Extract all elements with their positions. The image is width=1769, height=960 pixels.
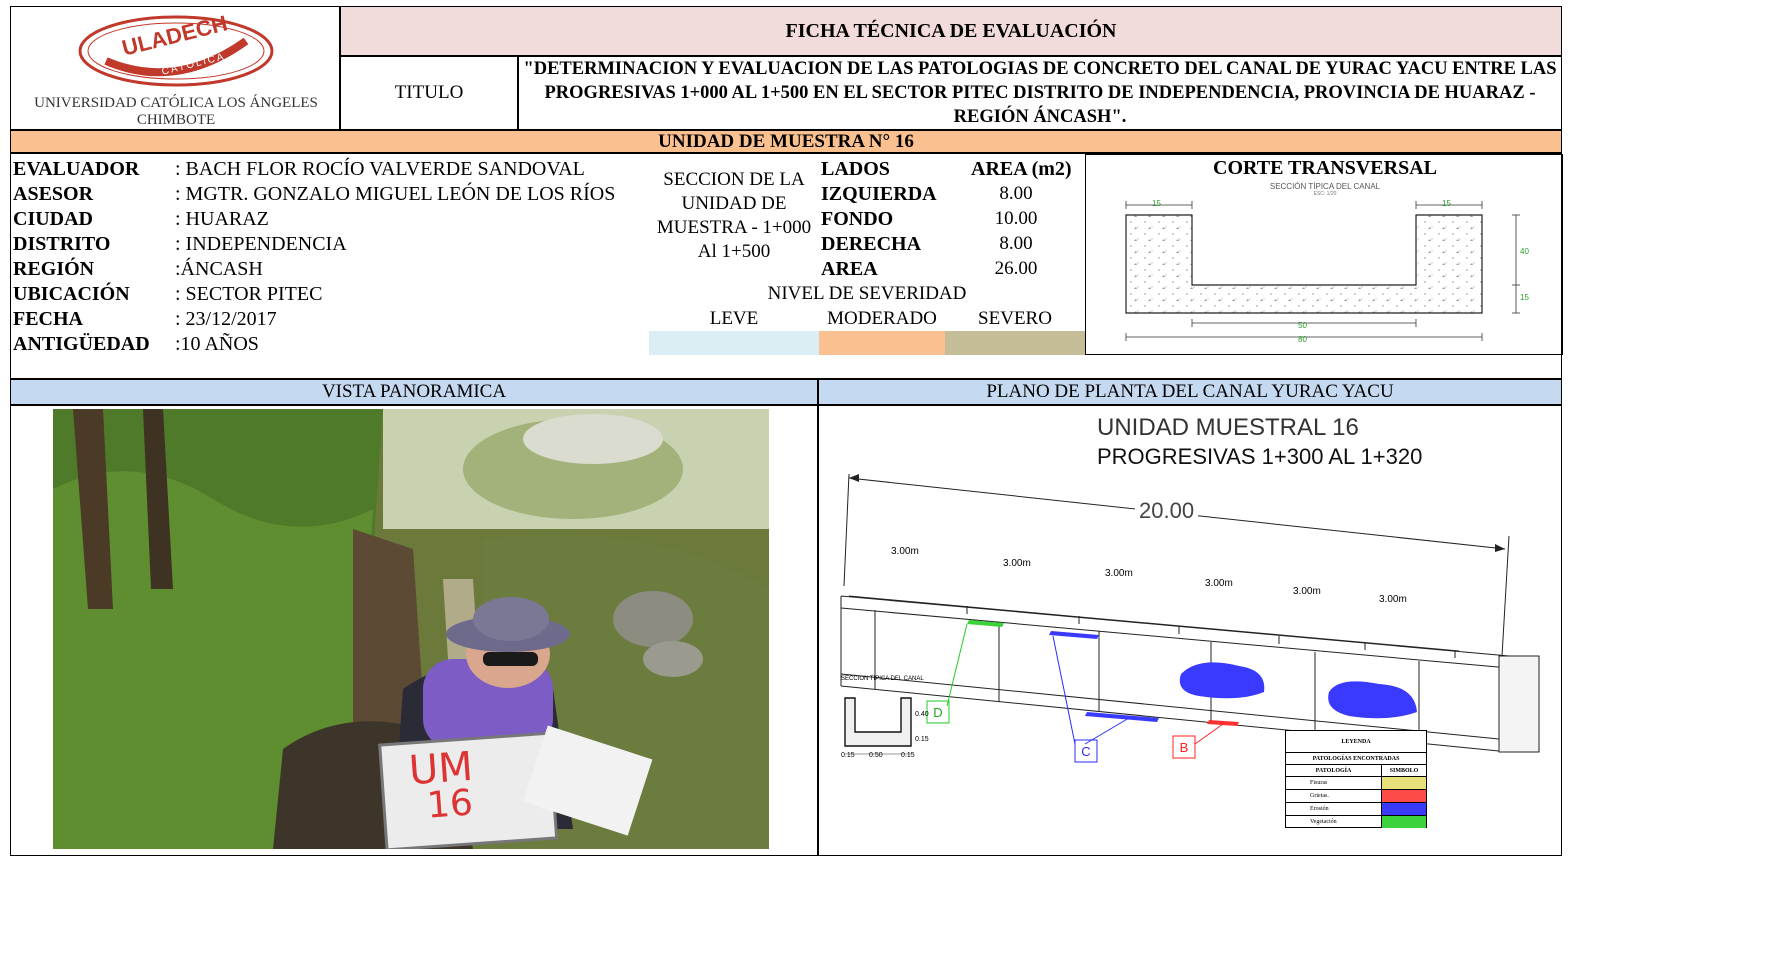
plan-title: UNIDAD MUESTRAL 16 bbox=[1097, 414, 1359, 441]
severity-moderado: MODERADO bbox=[827, 308, 937, 329]
info-value: : INDEPENDENCIA bbox=[175, 233, 347, 255]
canal-plan-drawing bbox=[840, 473, 1540, 763]
severity-severo-swatch bbox=[945, 331, 1085, 355]
dim-top-right: 15 bbox=[1442, 199, 1451, 208]
marker-d: D bbox=[933, 704, 943, 720]
legend-row-name: Grietas. bbox=[1286, 790, 1382, 803]
legend-swatch-erosion bbox=[1382, 803, 1426, 816]
lado-area: 8.00 bbox=[999, 233, 1033, 254]
info-value: :10 AÑOS bbox=[175, 333, 259, 355]
segment-label: 3.00m bbox=[1379, 594, 1407, 605]
info-label: ANTIGÜEDAD bbox=[13, 333, 150, 355]
severity-severo: SEVERO bbox=[978, 308, 1052, 329]
plan-length: 20.00 bbox=[1135, 498, 1199, 524]
info-value: : SECTOR PITEC bbox=[175, 283, 323, 305]
info-value: : MGTR. GONZALO MIGUEL LEÓN DE LOS RÍOS bbox=[175, 183, 616, 205]
unit-banner: UNIDAD DE MUESTRA N° 16 bbox=[10, 130, 1562, 153]
segment-label: 3.00m bbox=[1293, 586, 1321, 597]
severity-leve-swatch bbox=[649, 331, 819, 355]
severity-title: NIVEL DE SEVERIDAD bbox=[767, 283, 967, 304]
cross-section-subtitle: SECCIÓN TÍPICA DEL CANAL bbox=[1269, 182, 1381, 191]
plan-subtitle: PROGRESIVAS 1+300 AL 1+320 bbox=[1097, 444, 1423, 469]
info-value: : BACH FLOR ROCÍO VALVERDE SANDOVAL bbox=[175, 158, 585, 180]
info-value: : 23/12/2017 bbox=[175, 308, 277, 330]
form-title: FICHA TÉCNICA DE EVALUACIÓN bbox=[340, 6, 1562, 56]
section-dim: 0.15 bbox=[841, 752, 855, 759]
lado-label: DERECHA bbox=[821, 233, 922, 255]
legend: LEYENDA PATOLOGÍAS ENCONTRADAS PATOLOGÍA… bbox=[1285, 730, 1427, 828]
project-title: "DETERMINACION Y EVALUACION DE LAS PATOL… bbox=[518, 56, 1562, 130]
col-lados: LADOS bbox=[821, 158, 890, 180]
legend-row-name: Fisuras bbox=[1286, 777, 1382, 790]
logo-cell: ULADECH CATÓLICA UNIVERSIDAD CATÓLICA LO… bbox=[10, 6, 340, 130]
legend-swatch-vegetacion bbox=[1382, 816, 1426, 828]
info-label: FECHA bbox=[13, 308, 83, 330]
university-name: UNIVERSIDAD CATÓLICA LOS ÁNGELES CHIMBOT… bbox=[34, 95, 318, 128]
section-dim: 0.15 bbox=[901, 752, 915, 759]
marker-b: B bbox=[1179, 739, 1189, 755]
cross-section-box: CORTE TRANSVERSAL SECCIÓN TÍPICA DEL CAN… bbox=[1085, 154, 1563, 355]
panorama-photo bbox=[53, 409, 769, 849]
section-dim: 0.50 bbox=[869, 752, 883, 759]
lado-label: FONDO bbox=[821, 208, 894, 230]
section-label: SECCION DE LA UNIDAD DE MUESTRA - 1+000 … bbox=[656, 169, 812, 262]
info-label: REGIÓN bbox=[13, 258, 95, 280]
dim-right-bottom: 15 bbox=[1520, 293, 1529, 302]
dim-right: 40 bbox=[1520, 247, 1529, 256]
form-title-text: FICHA TÉCNICA DE EVALUACIÓN bbox=[785, 19, 1117, 42]
legend-col2: SIMBOLO bbox=[1382, 765, 1426, 777]
severity-leve: LEVE bbox=[709, 308, 759, 329]
legend-swatch-grietas bbox=[1382, 790, 1426, 803]
lado-label: AREA bbox=[821, 258, 878, 280]
segment-label: 3.00m bbox=[1003, 558, 1031, 569]
typical-section-title: SECCION TIPICA DEL CANAL bbox=[841, 676, 924, 682]
lado-label: IZQUIERDA bbox=[821, 183, 937, 205]
marker-c: C bbox=[1081, 743, 1091, 759]
typical-section-drawing bbox=[844, 697, 912, 755]
info-label: EVALUADOR bbox=[13, 158, 140, 180]
section-dim: 0.40 bbox=[915, 711, 929, 718]
legend-swatch-fisuras bbox=[1382, 777, 1426, 790]
project-title-text: "DETERMINACION Y EVALUACION DE LAS PATOL… bbox=[523, 59, 1557, 127]
cross-section-drawing bbox=[1125, 201, 1520, 341]
title-label: TITULO bbox=[340, 56, 518, 130]
dim-bottom-outer: 80 bbox=[1298, 335, 1307, 344]
col-area: AREA (m2) bbox=[971, 158, 1072, 180]
lado-area: 26.00 bbox=[994, 258, 1038, 279]
info-value: : HUARAZ bbox=[175, 208, 269, 230]
legend-row-name: Erosión bbox=[1286, 803, 1382, 816]
sign-text-line2: 16 bbox=[425, 782, 475, 827]
severity-moderado-swatch bbox=[819, 331, 945, 355]
legend-row-name: Vegetación bbox=[1286, 816, 1382, 828]
plan-panel: UNIDAD MUESTRAL 16 PROGRESIVAS 1+300 AL … bbox=[818, 405, 1562, 856]
unit-banner-text: UNIDAD DE MUESTRA N° 16 bbox=[658, 130, 914, 152]
legend-col1: PATOLOGÍA bbox=[1286, 765, 1382, 777]
segment-label: 3.00m bbox=[1105, 568, 1133, 579]
cross-section-scale: ESC: 1/20 bbox=[1313, 191, 1337, 197]
info-label: ASESOR bbox=[13, 183, 94, 205]
photo-panel: UM 16 bbox=[10, 405, 818, 856]
uladech-logo bbox=[78, 15, 274, 87]
dim-bottom-inner: 50 bbox=[1298, 321, 1307, 330]
plan-title-bar: PLANO DE PLANTA DEL CANAL YURAC YACU bbox=[818, 379, 1562, 405]
info-section: EVALUADOR : BACH FLOR ROCÍO VALVERDE SAN… bbox=[10, 153, 1563, 379]
legend-subtitle: PATOLOGÍAS ENCONTRADAS bbox=[1286, 753, 1426, 765]
info-label: UBICACIÓN bbox=[13, 283, 130, 305]
panorama-title: VISTA PANORAMICA bbox=[10, 379, 818, 405]
legend-title: LEYENDA bbox=[1286, 731, 1426, 753]
cross-section-title: CORTE TRANSVERSAL bbox=[1213, 157, 1437, 179]
info-label: DISTRITO bbox=[13, 233, 111, 255]
section-dim: 0.15 bbox=[915, 736, 929, 743]
segment-label: 3.00m bbox=[1205, 578, 1233, 589]
panorama-title-text: VISTA PANORAMICA bbox=[321, 381, 507, 402]
info-value: :ÁNCASH bbox=[175, 258, 263, 280]
lado-area: 10.00 bbox=[994, 208, 1038, 229]
plan-title-bar-text: PLANO DE PLANTA DEL CANAL YURAC YACU bbox=[986, 381, 1394, 402]
lado-area: 8.00 bbox=[999, 183, 1033, 204]
segment-label: 3.00m bbox=[891, 546, 919, 557]
dim-top-left: 15 bbox=[1152, 199, 1161, 208]
info-label: CIUDAD bbox=[13, 208, 93, 230]
